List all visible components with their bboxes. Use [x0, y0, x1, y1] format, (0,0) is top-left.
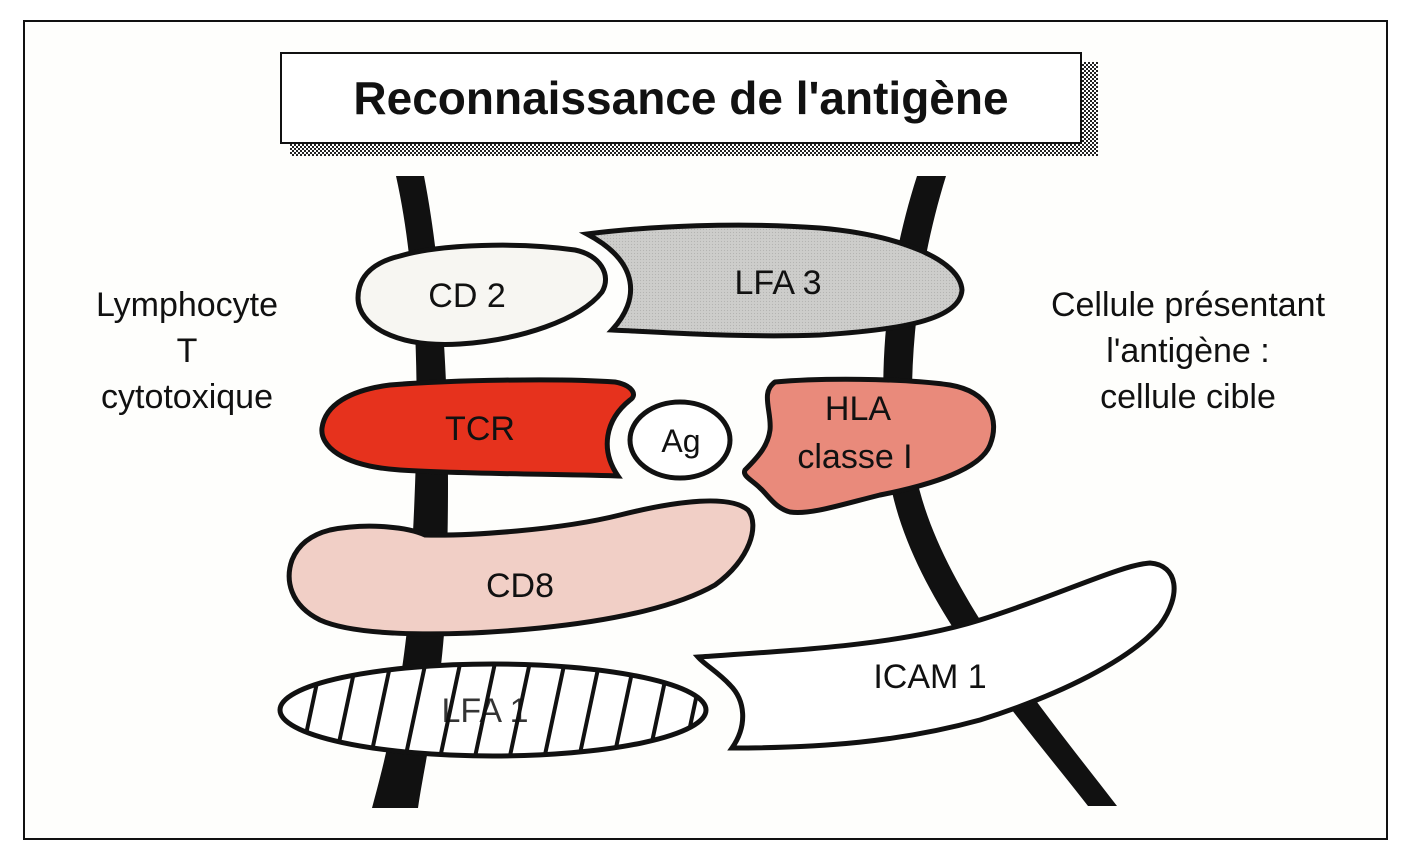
lymphocyte-label: Lymphocyte T cytotoxique — [62, 282, 312, 420]
target-cell-label-line: Cellule présentant — [1050, 286, 1326, 324]
lfa3-texture — [587, 225, 962, 336]
antigen-label: Ag — [661, 423, 700, 459]
cd8-molecule — [286, 498, 756, 637]
lymphocyte-label-line: Lymphocyte — [95, 286, 279, 324]
tcr-molecule — [319, 377, 636, 479]
target-cell-label-line: cellule cible — [1100, 378, 1276, 416]
title-box: Reconnaissance de l'antigène — [280, 52, 1082, 144]
lymphocyte-label-line: T — [176, 332, 198, 370]
icam1-label: ICAM 1 — [873, 658, 986, 696]
lfa1-label: LFA 1 — [442, 692, 529, 730]
tcr-label: TCR — [445, 410, 515, 448]
target-cell-label-line: l'antigène : — [1106, 332, 1270, 370]
icam1-molecule — [692, 560, 1177, 751]
hla-label-line2: classe I — [797, 438, 912, 476]
hla-class-i-molecule — [742, 376, 997, 516]
cd2-molecule — [355, 242, 608, 347]
cd2-label: CD 2 — [428, 277, 505, 315]
target-cell-label: Cellule présentant l'antigène : cellule … — [1008, 282, 1368, 420]
lfa3-label: LFA 3 — [735, 264, 822, 302]
cd8-label: CD8 — [486, 567, 554, 605]
hla-label-line1: HLA — [825, 390, 891, 428]
diagram-title: Reconnaissance de l'antigène — [353, 72, 1009, 124]
antigen-molecule — [627, 399, 733, 481]
lymphocyte-label-line: cytotoxique — [101, 378, 273, 416]
lfa1-hatching — [282, 666, 704, 754]
